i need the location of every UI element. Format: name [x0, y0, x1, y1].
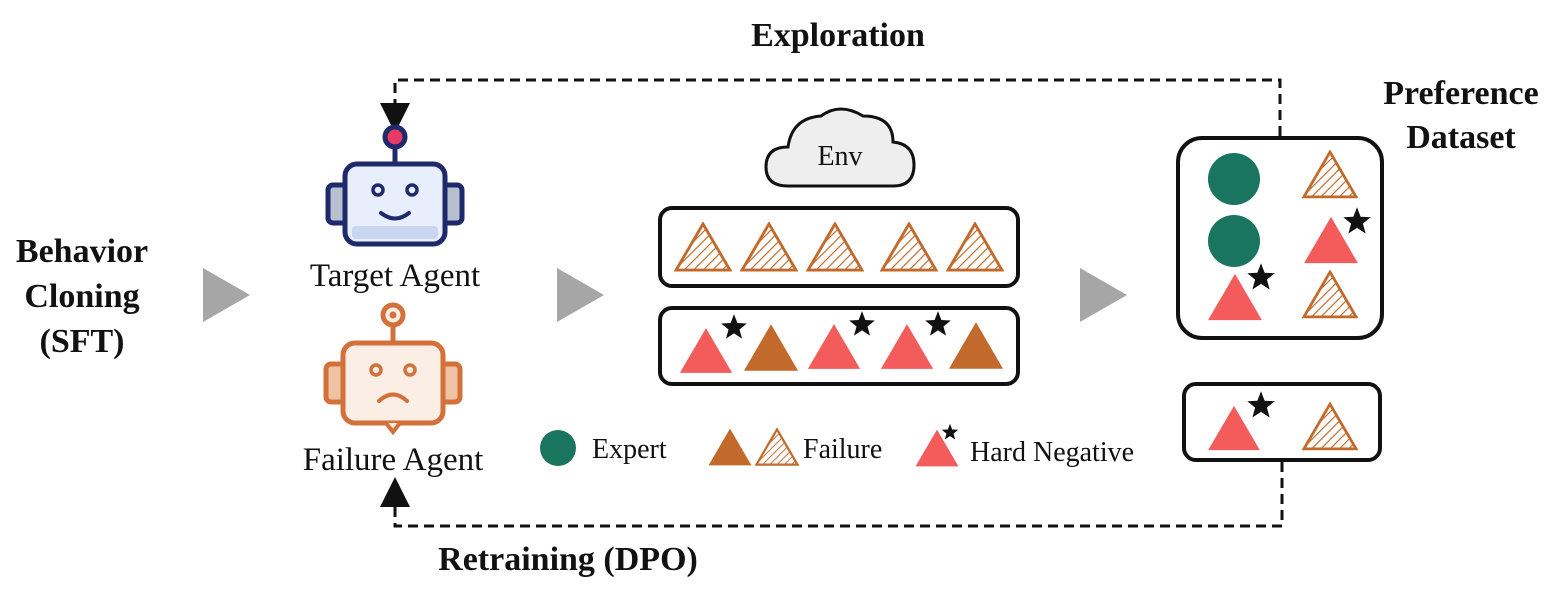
legend-hard-negative-label: Hard Negative [970, 437, 1134, 468]
behavior-cloning-line2: Cloning [24, 278, 139, 315]
flow-arrow-1 [203, 268, 250, 322]
env-label: Env [817, 141, 862, 172]
exploration-label: Exploration [751, 17, 925, 54]
exploration-loop-arrow [380, 78, 1282, 136]
expert-circle [1208, 215, 1260, 267]
target-agent-label: Target Agent [310, 258, 480, 294]
retraining-loop-arrow [380, 462, 1284, 528]
failure-legend-triangle-solid [708, 428, 752, 466]
flow-arrow-3 [1080, 268, 1127, 322]
env-cloud-icon [764, 107, 916, 188]
failure-agent-robot-icon [323, 302, 463, 436]
star-icon [941, 423, 959, 440]
legend: Expert Failure Hard Negative [540, 423, 1134, 468]
legend-expert-label: Expert [592, 434, 667, 465]
expert-legend-circle [540, 430, 576, 466]
target-agent-robot-icon [325, 124, 465, 247]
retraining-label: Retraining (DPO) [438, 541, 698, 578]
failure-legend-triangle-hatched [755, 428, 799, 466]
behavior-cloning-line1: Behavior [16, 233, 148, 270]
flow-arrow-2 [557, 268, 604, 322]
preference-dataset-line1: Preference [1383, 75, 1538, 112]
behavior-cloning-line3: (SFT) [40, 323, 125, 360]
expert-circle [1208, 153, 1260, 205]
legend-failure-label: Failure [803, 434, 882, 465]
preference-dataset-line2: Dataset [1406, 119, 1516, 156]
failure-agent-label: Failure Agent [303, 442, 484, 478]
